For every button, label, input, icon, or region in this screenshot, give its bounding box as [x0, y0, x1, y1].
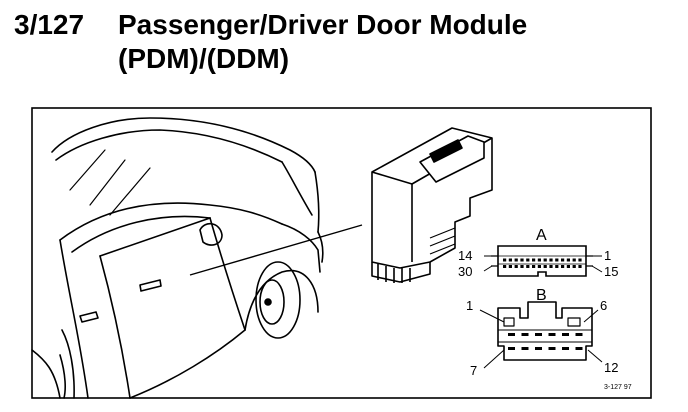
- connector-a-pin: [526, 265, 530, 268]
- connector-a-pin: [532, 258, 536, 262]
- title-line-1: Passenger/Driver Door Module: [118, 9, 528, 40]
- connector-b-pin-7: 7: [470, 363, 477, 378]
- connector-a-pin: [508, 265, 512, 268]
- connector-a-pin: [561, 265, 565, 268]
- connector-a-label: A: [536, 227, 547, 244]
- connector-b-pin: [575, 333, 583, 336]
- connector-a-pin-14: 14: [458, 248, 472, 263]
- connector-a-pin: [572, 265, 576, 268]
- connector-a-pin: [520, 258, 524, 262]
- connector-a-pin: [561, 258, 565, 262]
- component-title: Passenger/Driver Door Module (PDM)/(DDM): [118, 8, 678, 76]
- connector-b-pin: [508, 333, 515, 336]
- connector-a-pin: [532, 265, 536, 268]
- connector-b-pin: [575, 347, 583, 350]
- connector-a-pin: [549, 258, 553, 262]
- connector-a-pin: [566, 258, 570, 262]
- connector-b-pin: [521, 347, 529, 350]
- door-module-unit: [371, 127, 493, 283]
- figure-code: 3-127 97: [604, 384, 632, 391]
- connector-b-pins: [508, 333, 583, 350]
- connector-b-pin: [562, 347, 569, 350]
- connector-b-pin: [548, 333, 556, 336]
- connector-a-pin: [537, 258, 541, 262]
- connector-b-pin-1: 1: [466, 298, 473, 313]
- component-number: 3/127: [14, 9, 85, 40]
- connector-a-pin: [578, 265, 582, 268]
- connector-b-pin-12: 12: [604, 360, 618, 375]
- connector-b-pin: [521, 333, 529, 336]
- connector-a-pin: [503, 258, 507, 262]
- connector-a-pin: [503, 265, 507, 268]
- connector-a-pin: [555, 265, 559, 268]
- connector-b-pin: [562, 333, 569, 336]
- connector-b: [497, 301, 593, 361]
- connector-a-pin: [526, 258, 530, 262]
- connector-a-pin: [572, 258, 576, 262]
- connector-a-pin: [514, 265, 518, 268]
- connector-a-pin: [566, 265, 570, 268]
- connector-a-pin: [520, 265, 524, 268]
- connector-b-pin-6: 6: [600, 298, 607, 313]
- connector-b-pin: [508, 347, 515, 350]
- connector-b-label: B: [536, 287, 547, 304]
- connector-a-pin: [543, 265, 547, 268]
- connector-a-pin-30: 30: [458, 264, 472, 279]
- connector-a-pins: [503, 258, 582, 268]
- connector-b-pin: [548, 347, 556, 350]
- title-line-2: (PDM)/(DDM): [118, 43, 290, 74]
- connector-b-pin: [535, 347, 542, 350]
- car-illustration: [31, 117, 324, 399]
- connector-a-pin: [514, 258, 518, 262]
- connector-a-pin-15: 15: [604, 264, 618, 279]
- connector-a-pin: [549, 265, 553, 268]
- connector-a-pin: [578, 258, 582, 262]
- leader-line: [189, 224, 363, 276]
- connector-a: [491, 245, 593, 277]
- diagram-frame: [31, 107, 652, 399]
- connector-a-pin: [555, 258, 559, 262]
- connector-a-pin: [543, 258, 547, 262]
- connector-b-pin: [535, 333, 542, 336]
- connector-a-pin: [508, 258, 512, 262]
- connector-a-pin-1: 1: [604, 248, 611, 263]
- connector-a-pin: [537, 265, 541, 268]
